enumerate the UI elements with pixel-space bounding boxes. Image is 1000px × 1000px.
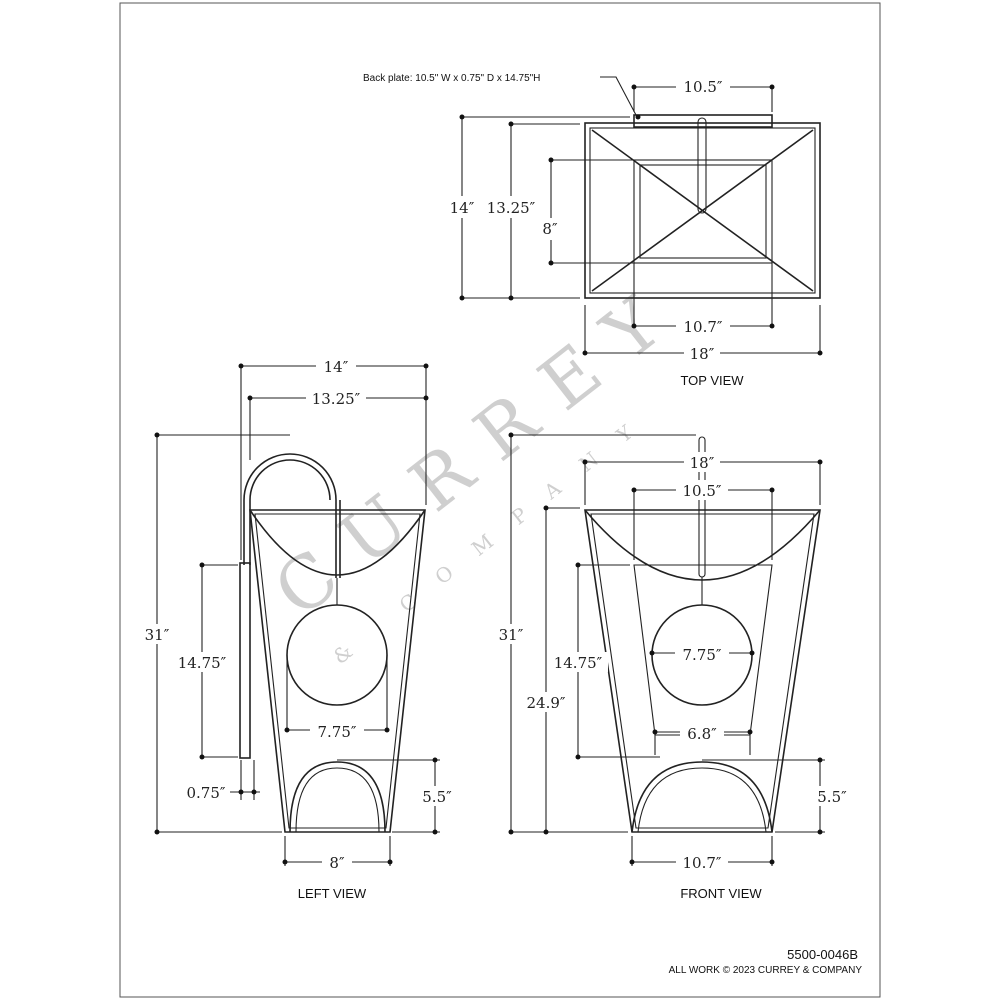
dim-front-globe: 7.75″ [682,646,721,664]
back-plate-note: Back plate: 10.5" W x 0.75" D x 14.75"H [363,73,540,84]
dim-left-height: 31″ [145,626,170,644]
dim-front-plate-width: 10.5″ [682,482,721,500]
sheet-border [119,2,881,998]
dim-top-bottom-width: 10.7″ [683,318,722,336]
left-view-title: LEFT VIEW [298,886,367,901]
dim-top-plate-width: 10.5″ [683,78,722,96]
dim-top-depth: 14″ [450,199,475,217]
dim-left-frame-depth: 13.25″ [312,390,361,408]
dim-left-base-width: 8″ [329,854,345,872]
dim-front-width: 18″ [690,454,715,472]
dim-top-inner: 8″ [542,220,558,238]
dim-top-width: 18″ [690,345,715,363]
dim-left-base-height: 5.5″ [422,788,452,806]
watermark-brand: CURREY [259,264,699,633]
left-view: 14″ 13.25″ 31″ 14.75″ 7.75″ 0.75″ 5.5″ 8… [142,356,455,901]
dim-front-plate-height: 14.75″ [554,654,603,672]
dim-front-height: 31″ [499,626,524,644]
dim-top-frame-depth: 13.25″ [487,199,536,217]
dim-front-base-height: 5.5″ [817,788,847,806]
dim-front-frame-height: 24.9″ [526,694,565,712]
dim-left-plate-depth: 0.75″ [186,784,225,802]
top-view-title: TOP VIEW [680,373,744,388]
front-view: 18″ 10.5″ 31″ 24.9″ 14.75″ 7.75″ 6.8″ 5.… [496,432,852,901]
dim-left-depth: 14″ [324,358,349,376]
dim-front-plate-bottom: 6.8″ [687,725,717,743]
dim-front-base-width: 10.7″ [682,854,721,872]
part-number: 5500-0046B [787,947,858,962]
copyright: ALL WORK © 2023 CURREY & COMPANY [669,965,863,976]
top-view: Back plate: 10.5" W x 0.75" D x 14.75"H … [363,73,823,388]
front-view-title: FRONT VIEW [680,886,762,901]
dim-left-globe: 7.75″ [317,723,356,741]
dim-left-plate-height: 14.75″ [178,654,227,672]
